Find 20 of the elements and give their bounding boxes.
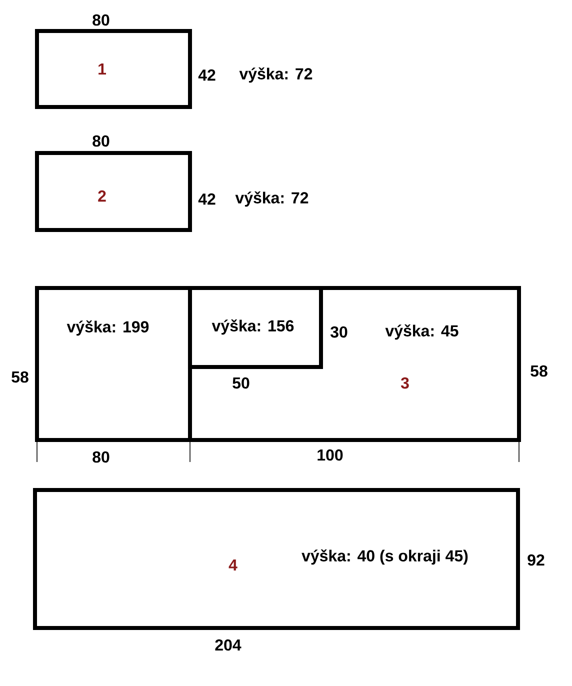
box-number: 4 xyxy=(228,560,238,570)
height-label: výška: 156 xyxy=(212,319,294,335)
height-label: výška: 45 xyxy=(385,324,458,340)
dimension-label: 80 xyxy=(92,135,110,147)
dimension-label: 204 xyxy=(215,639,242,651)
dimension-label: 42 xyxy=(198,193,216,205)
box-number: 3 xyxy=(400,377,409,389)
dimension-label: 80 xyxy=(92,14,110,26)
dimension-label: 100 xyxy=(318,449,343,461)
dimension-label: 58 xyxy=(530,365,548,377)
height-label: výška: 199 xyxy=(66,320,149,336)
height-label: výška: 40 (s okraji 45) xyxy=(302,549,468,565)
dimension-label: 80 xyxy=(92,451,110,463)
dimension-label: 50 xyxy=(232,377,250,389)
height-label: výška: 72 xyxy=(239,67,312,83)
dimension-label: 42 xyxy=(198,69,216,81)
height-label: výška: 72 xyxy=(235,191,308,207)
dimension-label: 92 xyxy=(528,554,544,566)
box-number: 2 xyxy=(98,190,106,202)
box-number: 1 xyxy=(98,64,106,74)
